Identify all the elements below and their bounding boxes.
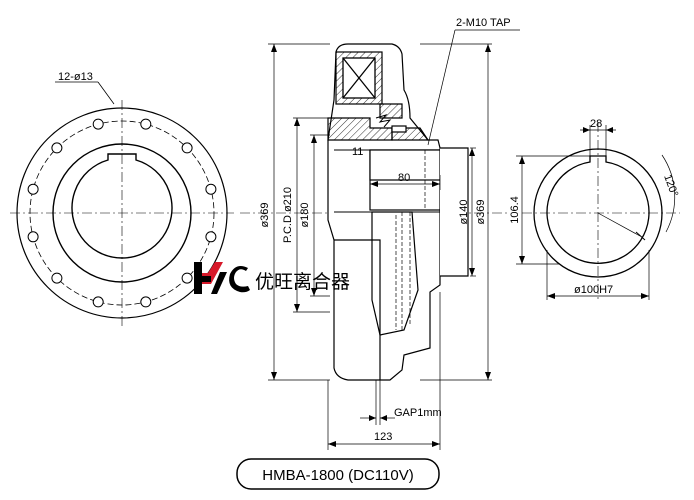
dimension-arrows xyxy=(271,44,491,447)
hc-logo xyxy=(194,262,250,294)
bolt-holes xyxy=(27,118,217,308)
bore-label: ø100H7 xyxy=(574,284,613,296)
bolt-hole xyxy=(205,231,217,243)
section-view xyxy=(327,43,469,381)
angle-120-label: 120° xyxy=(661,173,680,198)
logo-text: 优旺离合器 xyxy=(255,271,350,293)
model-box xyxy=(236,458,440,490)
shaft-dimensions xyxy=(516,125,650,300)
bolt-hole xyxy=(140,296,152,308)
shaft-view xyxy=(533,148,676,278)
dim-11-label: 11 xyxy=(352,146,363,158)
section-dimensions xyxy=(268,29,520,450)
gap-label: GAP1mm xyxy=(394,407,442,419)
bolt-hole xyxy=(92,296,104,308)
pcd-label: P.C.D ø210 xyxy=(282,187,294,243)
dia-369-right-label: ø369 xyxy=(475,199,487,224)
key-28-label: 28 xyxy=(590,118,602,130)
dim-123-label: 123 xyxy=(374,431,392,443)
holes-label: 12-ø13 xyxy=(58,71,93,83)
dia-369-left-label: ø369 xyxy=(259,202,271,227)
bolt-hole xyxy=(205,183,217,195)
bolt-hole xyxy=(92,118,104,130)
bolt-hole xyxy=(181,142,193,154)
bolt-hole xyxy=(27,231,39,243)
tap-label: 2-M10 TAP xyxy=(456,17,511,29)
bolt-hole xyxy=(140,118,152,130)
bore-with-keyway xyxy=(71,153,173,259)
model-label: HMBA-1800 (DC110V) xyxy=(262,467,413,484)
bolt-hole xyxy=(27,183,39,195)
bolt-hole xyxy=(51,142,63,154)
front-leader xyxy=(55,81,115,105)
dim-106-label: 106.4 xyxy=(509,196,521,224)
hidden-lines xyxy=(395,150,426,330)
dia-140-label: ø140 xyxy=(458,199,470,224)
dia-180-label: ø180 xyxy=(299,202,311,227)
bolt-hole xyxy=(181,272,193,284)
bolt-hole xyxy=(51,272,63,284)
shaft-arrows xyxy=(519,127,649,299)
dim-80-label: 80 xyxy=(398,172,410,184)
